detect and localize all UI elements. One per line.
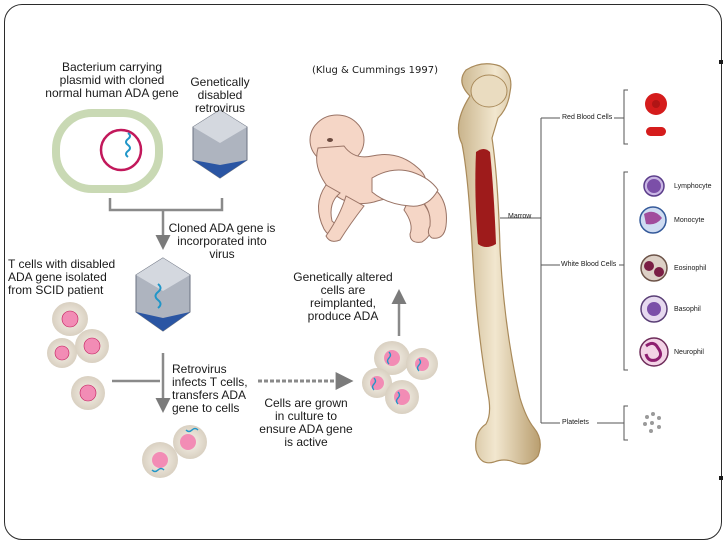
reimplanted-label: Genetically altered cells are reimplante… <box>293 270 393 323</box>
lymphocyte-cell <box>643 175 665 197</box>
infects-label: Retrovirus infects T cells, transfers AD… <box>172 362 248 415</box>
retrovirus-top <box>192 109 248 179</box>
ada-gene <box>125 132 131 158</box>
slide-frame <box>4 4 722 540</box>
eosinophil-cell <box>640 254 668 282</box>
monocyte-label: Monocyte <box>674 217 705 224</box>
basophil-cell <box>640 295 668 323</box>
t-cells-patient <box>47 302 109 410</box>
basophil-label: Basophil <box>674 306 701 313</box>
merge-line <box>108 198 224 212</box>
platelets-label: Platelets <box>562 419 589 426</box>
lineage-tree <box>500 89 628 441</box>
baby-illustration <box>309 114 447 243</box>
platelets <box>643 412 661 433</box>
marrow-cavity <box>475 149 496 247</box>
corner-mark <box>719 476 723 480</box>
eosinophil-label: Eosinophil <box>674 265 707 272</box>
corner-mark <box>719 60 723 64</box>
monocyte-cell <box>639 206 667 234</box>
retrovirus-with-gene <box>135 257 191 332</box>
femur-bone <box>457 63 541 465</box>
marrow-label: Marrow <box>508 213 532 220</box>
retrovirus-label: Genetically disabled retrovirus <box>190 75 250 115</box>
infected-t-cells <box>142 425 207 478</box>
red-blood-cells-label: Red Blood Cells <box>562 114 613 121</box>
plasmid <box>99 128 143 172</box>
cultured-cells <box>362 341 438 414</box>
red-blood-cells <box>645 93 667 136</box>
neurophil-label: Neurophil <box>674 349 704 356</box>
citation: (Klug & Cummings 1997) <box>311 65 439 76</box>
cloned-label: Cloned ADA gene is incorporated into vir… <box>168 221 276 261</box>
tcells-label: T cells with disabled ADA gene isolated … <box>8 257 116 297</box>
white-blood-cells-label: White Blood Cells <box>561 261 617 268</box>
bacterium-label: Bacterium carrying plasmid with cloned n… <box>45 60 179 100</box>
bacterium <box>52 109 163 193</box>
lymphocyte-label: Lymphocyte <box>674 183 712 190</box>
grown-label: Cells are grown in culture to ensure ADA… <box>259 396 353 449</box>
neutrophil-cell <box>639 337 669 367</box>
